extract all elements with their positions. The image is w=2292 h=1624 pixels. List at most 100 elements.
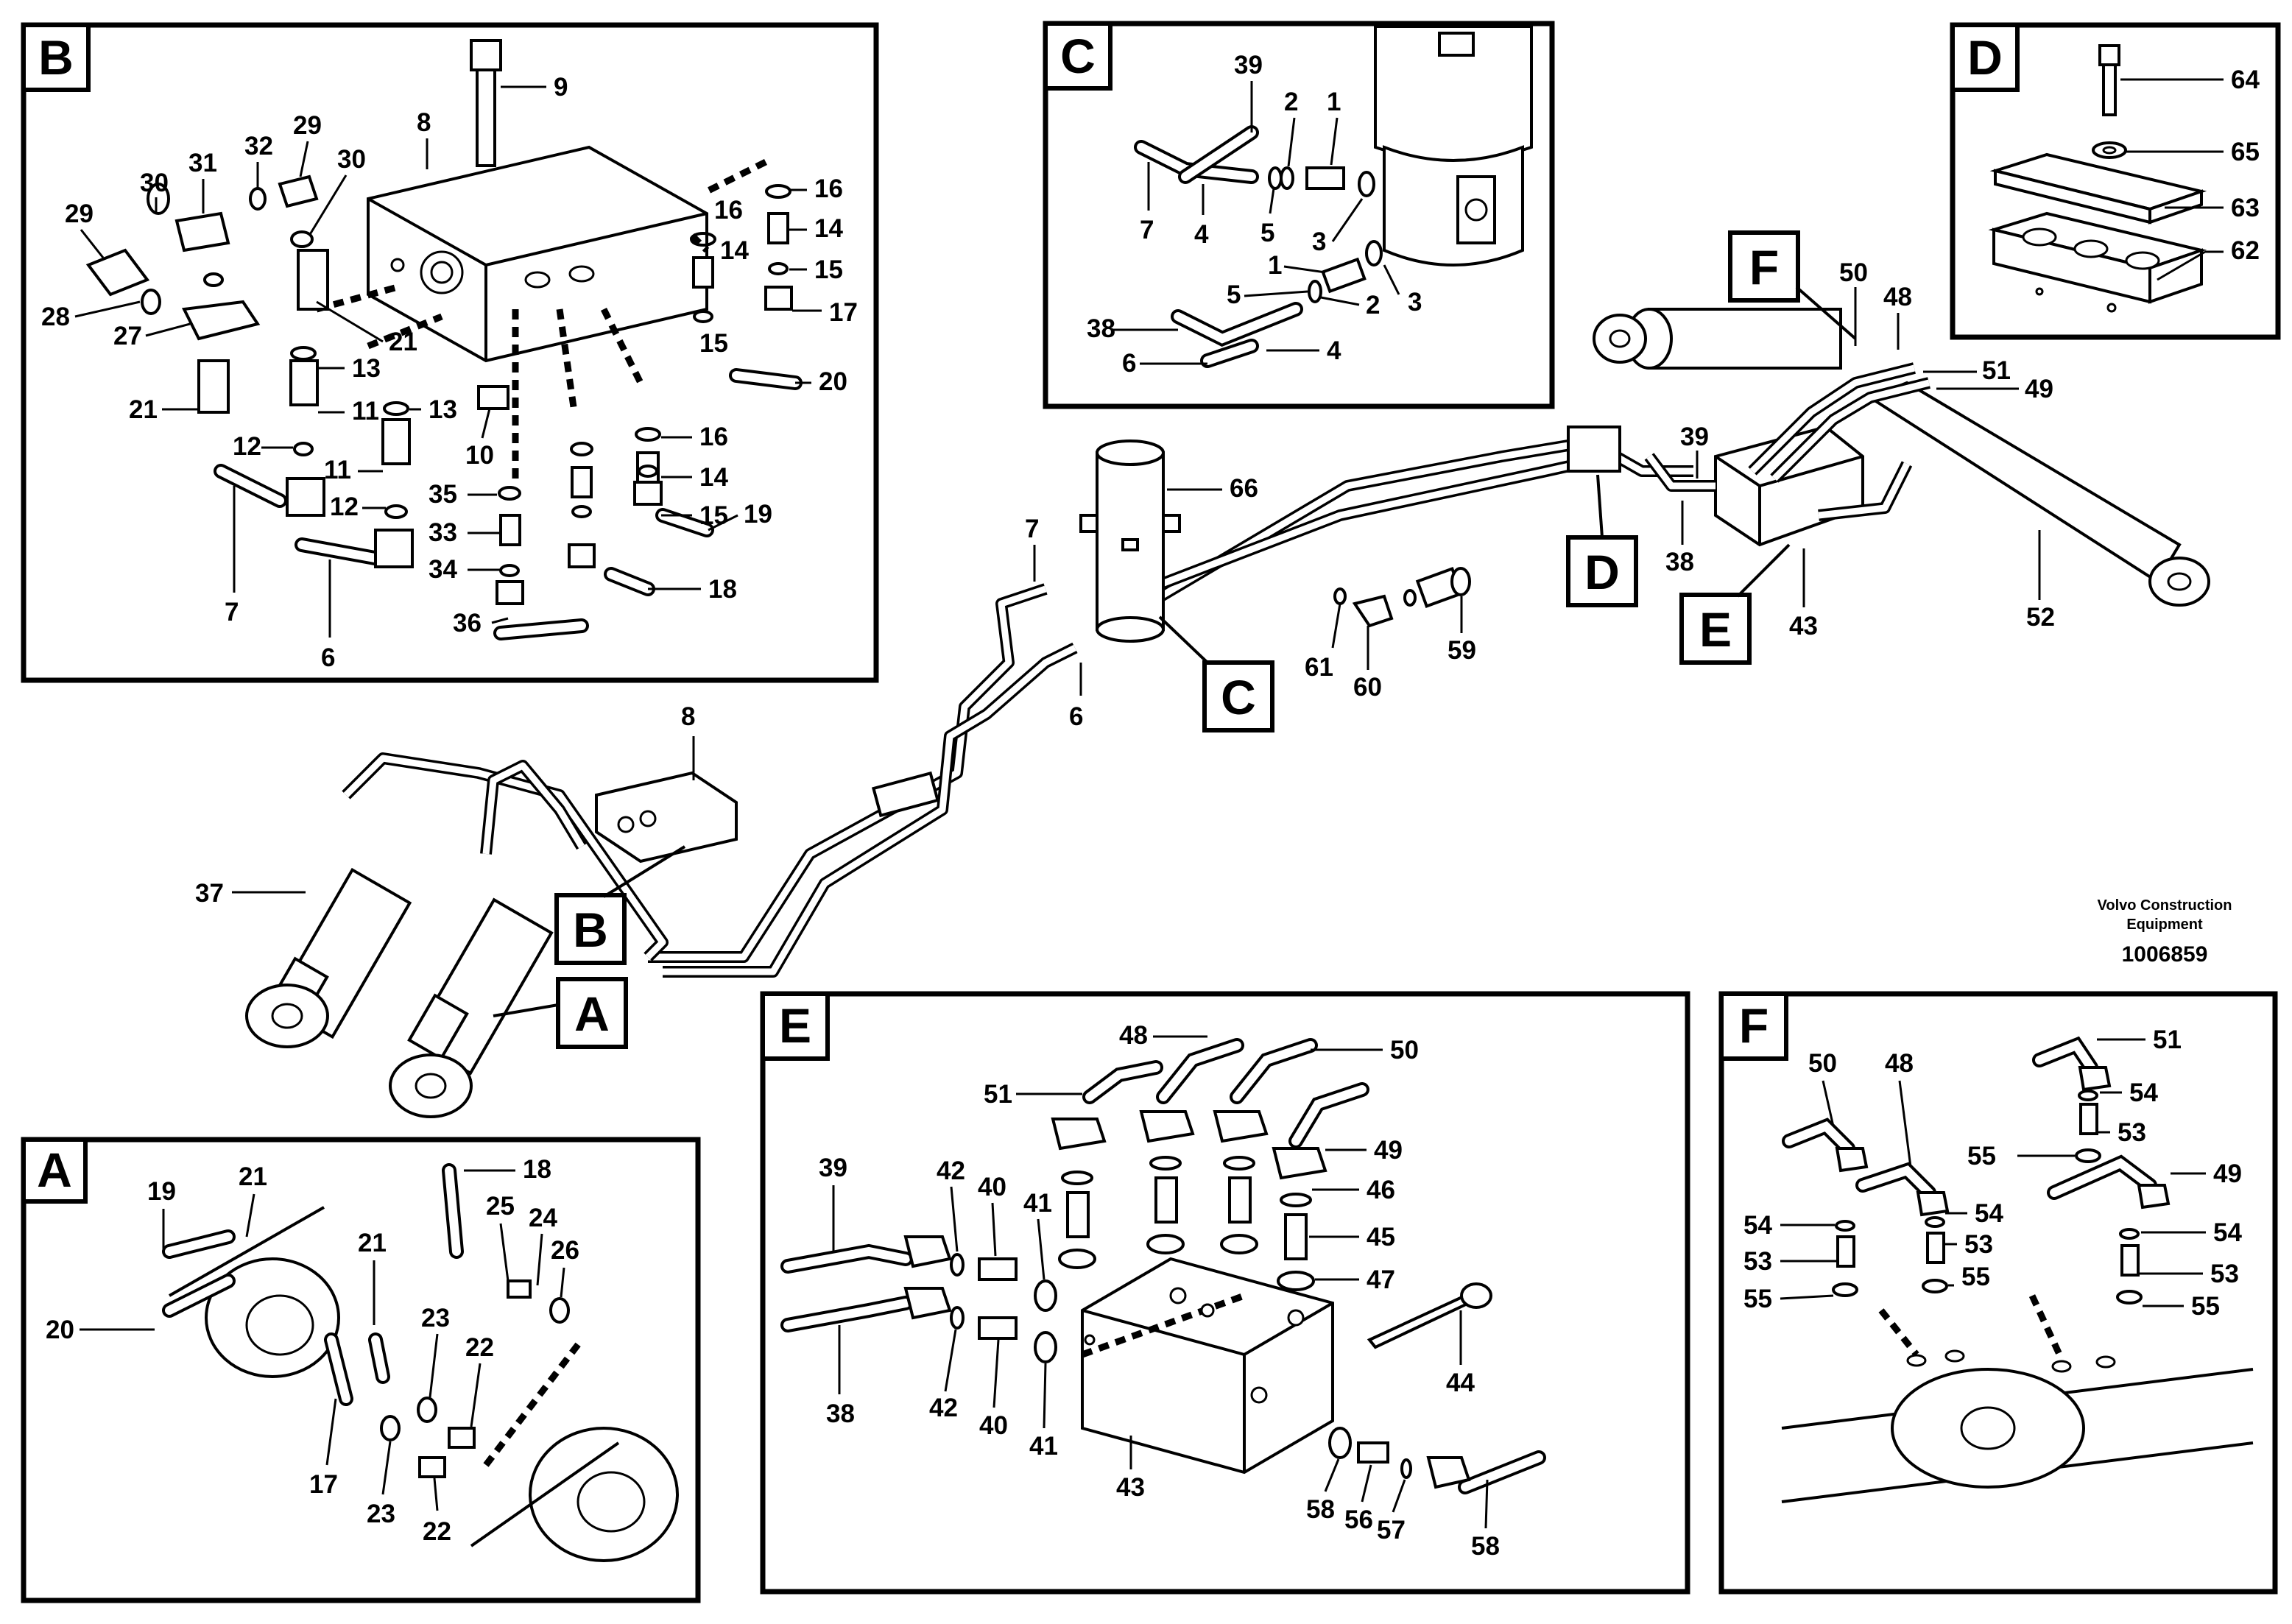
view-tag-letter: C — [1221, 670, 1256, 724]
part-number-label: 18 — [708, 575, 737, 604]
brand-footer: Volvo Construction Equipment 1006859 — [2098, 897, 2232, 967]
part-number-label: 48 — [1119, 1021, 1148, 1050]
view-tag-letter: D — [1584, 545, 1620, 599]
part-number-label: 8 — [681, 702, 695, 731]
part-number-label: 4 — [1327, 336, 1341, 365]
view-tag-letter: B — [573, 903, 608, 957]
part-number-label: 20 — [819, 367, 847, 396]
part-number-label: 12 — [330, 493, 359, 521]
part-number-label: 43 — [1116, 1473, 1145, 1502]
part-number-label: 22 — [465, 1333, 494, 1362]
part-number-label: 7 — [1140, 216, 1154, 244]
part-number-label: 15 — [699, 329, 728, 358]
part-number-label: 11 — [352, 397, 379, 426]
main-callout-A: A — [493, 977, 628, 1049]
part-number-label: 44 — [1446, 1369, 1475, 1397]
part-number-label: 34 — [429, 555, 457, 584]
part-number-label: 53 — [1743, 1247, 1772, 1276]
b-fittings-right — [496, 184, 793, 605]
part-number-label: 54 — [2213, 1218, 2242, 1247]
part-number-label: 55 — [1743, 1285, 1772, 1313]
part-number-label: 38 — [1087, 314, 1115, 343]
part-number-label: 16 — [699, 423, 728, 451]
part-number-label: 31 — [188, 149, 217, 177]
part-number-label: 57 — [1377, 1516, 1406, 1544]
part-number-label: 13 — [429, 395, 457, 424]
document-number: 1006859 — [2122, 942, 2208, 967]
part-number-label: 51 — [1982, 356, 2011, 385]
part-number-label: 17 — [309, 1470, 338, 1499]
part-number-label: 58 — [1306, 1495, 1335, 1524]
brand-line-1: Volvo Construction — [2098, 897, 2232, 914]
part-number-label: 33 — [429, 518, 457, 547]
part-number-label: 39 — [1680, 423, 1709, 451]
part-number-label: 49 — [1374, 1136, 1403, 1165]
view-F: F 50 4 — [1718, 991, 2278, 1595]
part-number-label: 25 — [486, 1192, 515, 1221]
part-number-label: 55 — [2191, 1292, 2220, 1321]
part-number-label: 49 — [2213, 1159, 2242, 1188]
part-number-label: 13 — [352, 354, 381, 383]
view-tag-letter: C — [1060, 29, 1096, 83]
part-number-label: 7 — [1025, 515, 1039, 543]
part-number-label: 15 — [814, 255, 843, 284]
left-boom-cylinders — [245, 752, 669, 1118]
part-number-label: 54 — [2129, 1078, 2158, 1107]
main-callout-B: B — [554, 845, 686, 965]
part-number-label: 41 — [1029, 1432, 1058, 1461]
part-number-label: 21 — [239, 1162, 267, 1191]
view-tag-letter: E — [1699, 602, 1732, 657]
part-number-label: 21 — [389, 328, 417, 356]
part-number-label: 24 — [529, 1204, 557, 1232]
part-number-label: 39 — [1234, 51, 1263, 80]
part-number-label: 27 — [113, 322, 142, 350]
part-number-label: 58 — [1471, 1532, 1500, 1561]
part-number-label: 50 — [1390, 1036, 1419, 1065]
view-B: B — [21, 22, 879, 683]
part-number-label: 19 — [147, 1177, 176, 1206]
part-number-label: 63 — [2231, 194, 2260, 222]
part-number-label: 32 — [244, 132, 273, 160]
part-number-label: 5 — [1260, 219, 1274, 247]
part-number-label: 46 — [1367, 1176, 1395, 1204]
part-number-label: 45 — [1367, 1223, 1395, 1251]
part-number-label: 16 — [714, 196, 743, 225]
part-number-label: 17 — [829, 298, 858, 327]
part-number-label: 51 — [2153, 1025, 2182, 1054]
view-tag-letter: A — [574, 986, 610, 1041]
part-number-label: 47 — [1367, 1265, 1395, 1294]
view-A: A 19 21 20 21 18 25 24 — [21, 1137, 701, 1603]
part-number-label: 40 — [978, 1173, 1006, 1201]
part-number-label: 30 — [337, 145, 366, 174]
part-number-label: 6 — [321, 643, 335, 672]
part-number-label: 50 — [1839, 258, 1868, 287]
part-number-label: 20 — [46, 1316, 74, 1344]
part-number-label: 23 — [421, 1304, 450, 1332]
main-callout-D: D — [1566, 474, 1638, 607]
part-number-label: 21 — [129, 395, 158, 424]
part-number-label: 38 — [1665, 548, 1694, 576]
part-number-label: 16 — [814, 174, 843, 203]
part-number-label: 65 — [2231, 138, 2260, 166]
part-number-label: 48 — [1883, 283, 1912, 311]
part-number-label: 1 — [1327, 88, 1341, 116]
part-number-label: 53 — [2210, 1260, 2239, 1288]
part-number-label: 12 — [233, 432, 261, 461]
part-number-label: 2 — [1366, 291, 1380, 319]
part-number-label: 15 — [699, 501, 728, 530]
main-callout-C: C — [1158, 615, 1274, 732]
part-number-label: 43 — [1789, 612, 1818, 640]
part-number-label: 40 — [979, 1411, 1008, 1440]
part-number-label: 54 — [1743, 1211, 1772, 1240]
part-number-label: 11 — [324, 456, 351, 484]
part-number-label: 28 — [41, 303, 70, 331]
part-number-label: 29 — [293, 111, 322, 140]
view-tag-letter: F — [1739, 998, 1769, 1053]
main-callout-E: E — [1679, 543, 1791, 665]
part-number-label: 22 — [423, 1517, 451, 1546]
part-number-label: 55 — [1967, 1142, 1996, 1171]
part-number-label: 14 — [699, 463, 728, 492]
part-number-label: 1 — [1268, 251, 1282, 280]
part-number-label: 42 — [937, 1157, 965, 1185]
